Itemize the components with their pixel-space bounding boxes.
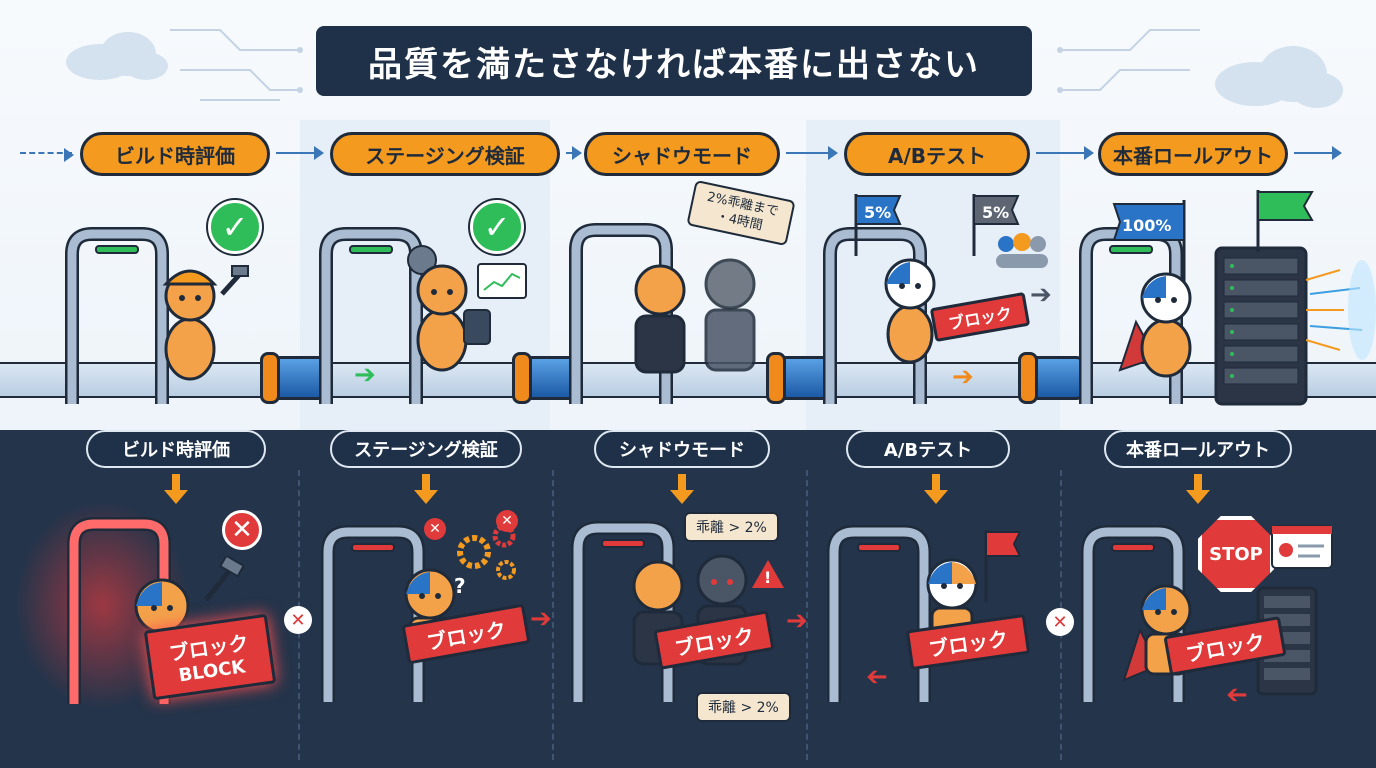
- cloud-icon: [1215, 46, 1343, 108]
- pipeline-conveyor: [0, 362, 1376, 398]
- x-circle-icon: ✕: [284, 606, 312, 634]
- return-arrow-icon: ➔: [1226, 680, 1248, 710]
- success-path-panel: 品質を満たさなければ本番に出さない ビルド時評価 ステージング検証 シャドウモー…: [0, 0, 1376, 430]
- stage-label-shadow-fail: シャドウモード: [594, 430, 770, 468]
- quality-gate-icon: [319, 227, 423, 404]
- flag-green-icon: [1256, 190, 1314, 252]
- cat-engineer-icon: [407, 245, 491, 372]
- pipe-cap: [1018, 352, 1038, 404]
- cat-tester-icon: [884, 258, 936, 364]
- down-arrow-icon: [924, 474, 948, 504]
- cat-hero-icon: [1118, 272, 1192, 378]
- stage-pill-shadow: シャドウモード: [584, 132, 780, 176]
- circuit-lines-icon: [1057, 29, 1200, 93]
- flag-gray-icon: [972, 194, 1020, 256]
- cat-builder-icon: [162, 265, 249, 381]
- quality-gate-icon: [65, 227, 169, 404]
- cat-hero-icon: [1122, 584, 1192, 682]
- cat-sad-icon: [134, 578, 190, 634]
- cloud-icon: [66, 32, 168, 80]
- stage-pill-rollout: 本番ロールアウト: [1098, 132, 1288, 176]
- stage-divider: [552, 470, 554, 760]
- quality-gate-icon: [827, 525, 931, 702]
- stage-divider: [806, 470, 808, 760]
- flow-arrow: [566, 146, 582, 160]
- alert-window-icon: [1271, 525, 1333, 569]
- server-rack-icon: [1256, 586, 1318, 696]
- quality-gate-failed-icon: [67, 517, 171, 704]
- pass-arrow-icon: ➔: [354, 360, 376, 390]
- quality-gate-icon: [571, 521, 675, 702]
- deviation-tag-bottom: 乖離 > 2%: [696, 692, 791, 722]
- quality-gate-icon: [823, 227, 927, 404]
- hammer-icon: [204, 556, 244, 602]
- flow-arrow: [1294, 146, 1342, 160]
- circuit-lines-icon: [170, 29, 303, 101]
- forward-arrow-icon: ➔: [1030, 280, 1052, 310]
- flag-blue-icon: [854, 194, 902, 256]
- rollout-flag-label: 100%: [1122, 216, 1172, 235]
- chart-monitor-icon: [477, 263, 527, 299]
- down-arrow-icon: [414, 474, 438, 504]
- deploy-burst-icon: [1305, 260, 1376, 360]
- pipe-cap: [260, 352, 280, 404]
- flag-red-icon: [984, 530, 1022, 602]
- flow-arrow: [1036, 146, 1094, 160]
- x-circle-icon: ✕: [424, 518, 446, 540]
- red-arrow-icon: ➔: [530, 604, 552, 634]
- down-arrow-icon: [670, 474, 694, 504]
- fail-x-icon: ✕: [222, 510, 262, 550]
- stop-sign-label: STOP: [1209, 543, 1263, 565]
- stage-label-ab-fail: A/Bテスト: [846, 430, 1010, 468]
- quality-gate-icon: [569, 223, 673, 404]
- cats-shadow-pair-icon: [634, 258, 756, 374]
- flow-arrow: [786, 146, 838, 160]
- stage-pill-ab: A/Bテスト: [844, 132, 1030, 176]
- flow-arrow: [276, 146, 324, 160]
- red-arrow-icon: ➔: [786, 606, 808, 636]
- stop-sign: STOP: [1198, 516, 1274, 592]
- page-title-banner: 品質を満たさなければ本番に出さない: [316, 26, 1032, 96]
- pipe-cap: [766, 352, 786, 404]
- shadow-threshold-tag: 2%乖離まで ・4時間: [686, 179, 796, 247]
- pass-check-icon: ✓: [208, 200, 262, 254]
- server-rack-icon: [1214, 246, 1308, 406]
- down-arrow-icon: [164, 474, 188, 504]
- stage-pill-staging: ステージング検証: [330, 132, 560, 176]
- x-circle-icon: ✕: [496, 510, 518, 532]
- quality-gate-icon: [321, 525, 425, 702]
- ab-flag-label-left: 5%: [864, 203, 892, 222]
- page-title: 品質を満たさなければ本番に出さない: [368, 44, 980, 85]
- return-arrow-icon: ➔: [866, 662, 888, 692]
- pipe-cap: [512, 352, 532, 404]
- down-arrow-icon: [1186, 474, 1210, 504]
- deviation-tag-top: 乖離 > 2%: [684, 512, 779, 542]
- ab-flag-label-right: 5%: [982, 203, 1010, 222]
- flag-blue-icon: [1112, 200, 1186, 292]
- flow-arrow: [20, 148, 74, 162]
- forward-arrow-icon: ➔: [952, 362, 974, 392]
- stage-label-build-fail: ビルド時評価: [86, 430, 266, 468]
- stage-pill-build: ビルド時評価: [80, 132, 270, 176]
- users-group-icon: [996, 233, 1048, 268]
- pass-check-icon: ✓: [470, 200, 524, 254]
- quality-gate-icon: [1081, 525, 1185, 702]
- warning-icon: !: [752, 560, 784, 588]
- stage-label-staging-fail: ステージング検証: [330, 430, 522, 468]
- stage-label-rollout-fail: 本番ロールアウト: [1104, 430, 1292, 468]
- question-mark: ?: [454, 574, 466, 598]
- x-circle-icon: ✕: [1046, 608, 1074, 636]
